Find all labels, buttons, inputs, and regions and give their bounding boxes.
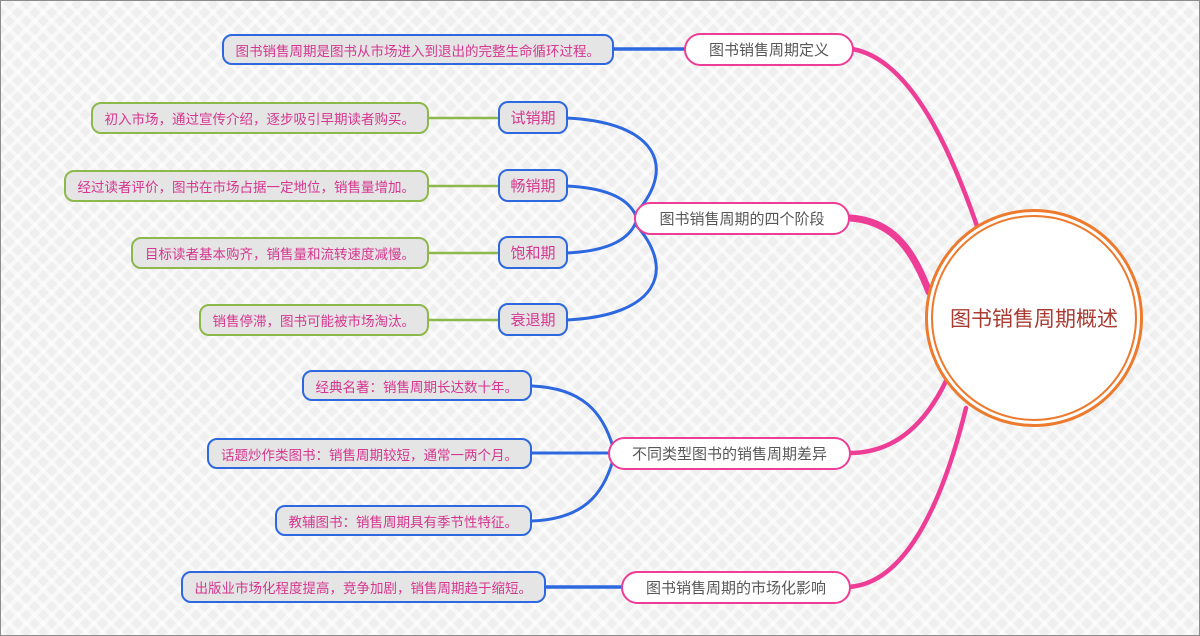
stage3-desc-label: 目标读者基本购齐，销售量和流转速度减慢。 [145, 247, 415, 262]
topic-differences-label: 不同类型图书的销售周期差异 [631, 446, 827, 463]
stage2-desc-box[interactable]: 经过读者评价，图书在市场占据一定地位，销售量增加。 [63, 170, 429, 202]
stage4-desc-box[interactable]: 销售停滞，图书可能被市场淘汰。 [198, 304, 429, 336]
stage1-label: 试销期 [510, 110, 556, 127]
topic-market-label: 图书销售周期的市场化影响 [645, 580, 826, 597]
topic-stages[interactable]: 图书销售周期的四个阶段 [634, 202, 850, 235]
type1-label: 经典名著：销售周期长达数十年。 [315, 379, 519, 395]
market-detail-label: 出版业市场化程度提高，竞争加剧，销售周期趋于缩短。 [194, 581, 533, 596]
stage4-desc-label: 销售停滞，图书可能被市场淘汰。 [212, 314, 416, 329]
stage2-box[interactable]: 畅销期 [498, 169, 568, 202]
topic-stages-label: 图书销售周期的四个阶段 [659, 211, 825, 228]
market-detail-box[interactable]: 出版业市场化程度提高，竞争加剧，销售周期趋于缩短。 [180, 571, 546, 603]
stage2-label: 畅销期 [510, 178, 556, 195]
stage1-desc-label: 初入市场，通过宣传介绍，逐步吸引早期读者购买。 [104, 112, 416, 127]
link-differences-type1 [530, 384, 615, 449]
link-stages-stage3 [564, 220, 638, 255]
definition-detail-box[interactable]: 图书销售周期是图书从市场进入到退出的完整生命循环过程。 [221, 34, 614, 65]
topic-market[interactable]: 图书销售周期的市场化影响 [621, 571, 851, 604]
type3-box[interactable]: 教辅图书：销售周期具有季节性特征。 [274, 505, 532, 536]
link-root-market [845, 405, 969, 590]
topic-differences[interactable]: 不同类型图书的销售周期差异 [608, 437, 851, 470]
root-topic-circle[interactable]: 图书销售周期概述 [925, 209, 1143, 427]
type2-box[interactable]: 话题炒作类图书：销售周期较短，通常一两个月。 [207, 438, 532, 469]
stage1-desc-box[interactable]: 初入市场，通过宣传介绍，逐步吸引早期读者购买。 [90, 102, 429, 134]
stage4-box[interactable]: 衰退期 [498, 303, 568, 336]
link-stages-stage1 [564, 116, 658, 215]
stage3-box[interactable]: 饱和期 [498, 236, 568, 269]
link-root-definition [849, 46, 980, 229]
root-topic-label: 图书销售周期概述 [950, 308, 1118, 331]
stage3-desc-box[interactable]: 目标读者基本购齐，销售量和流转速度减慢。 [131, 237, 429, 269]
link-stages-stage2 [564, 184, 638, 218]
link-root-differences [846, 378, 949, 456]
definition-detail-label: 图书销售周期是图书从市场进入到退出的完整生命循环过程。 [235, 43, 601, 59]
stage4-label: 衰退期 [510, 312, 556, 329]
stage3-label: 饱和期 [510, 245, 556, 262]
topic-definition-label: 图书销售周期定义 [708, 42, 829, 59]
type3-label: 教辅图书：销售周期具有季节性特征。 [288, 514, 519, 530]
stage2-desc-label: 经过读者评价，图书在市场占据一定地位，销售量增加。 [77, 180, 416, 195]
link-differences-type3 [530, 458, 615, 523]
link-root-stages [846, 214, 933, 296]
type2-label: 话题炒作类图书：销售周期较短，通常一两个月。 [221, 447, 518, 463]
stage1-box[interactable]: 试销期 [498, 101, 568, 134]
link-stages-stage4 [564, 223, 658, 322]
type1-box[interactable]: 经典名著：销售周期长达数十年。 [301, 370, 532, 401]
topic-definition[interactable]: 图书销售周期定义 [684, 33, 854, 66]
